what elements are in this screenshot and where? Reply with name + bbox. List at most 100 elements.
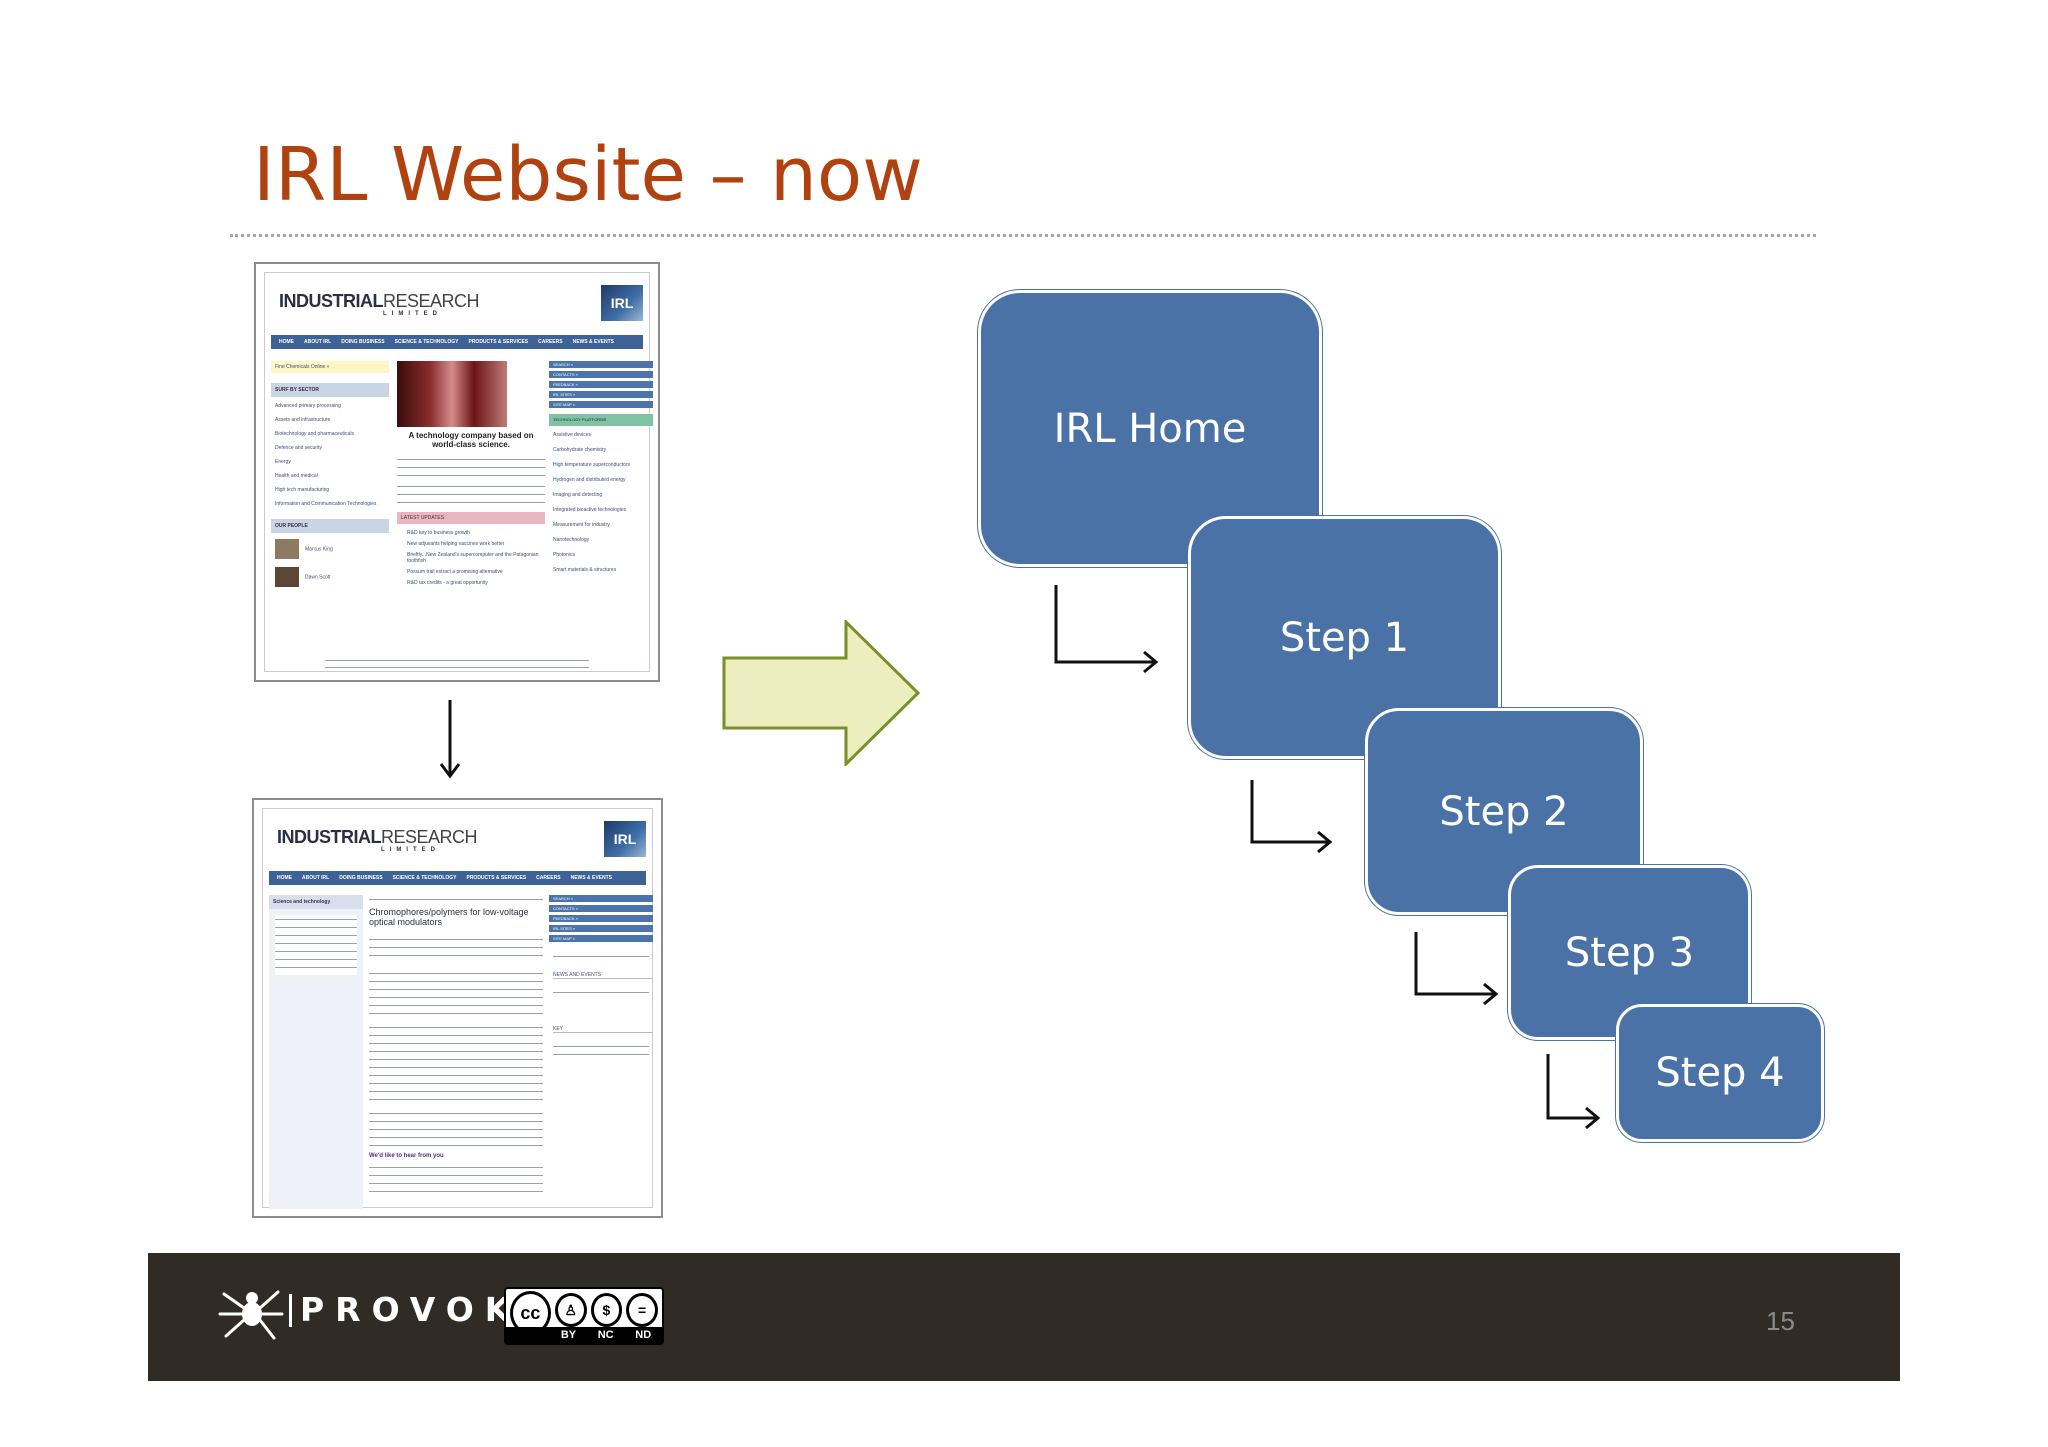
quick-link[interactable]: FEEDBACK »: [549, 381, 653, 388]
quick-link[interactable]: SEARCH »: [549, 895, 653, 902]
flow-box-step-2: Step 2: [1365, 708, 1643, 915]
quick-link[interactable]: CONTACTS »: [549, 905, 653, 912]
website-screenshot-step: INDUSTRIALRESEARCH LIMITED IRL HOME ABOU…: [252, 798, 663, 1218]
quick-link[interactable]: CONTACTS »: [549, 371, 653, 378]
sector-item[interactable]: Information and Communication Technologi…: [275, 501, 377, 507]
logo-accent: RESEARCH: [381, 827, 478, 847]
quick-link[interactable]: IRL SITES »: [549, 391, 653, 398]
quick-link[interactable]: SITE MAP »: [549, 401, 653, 408]
flow-box-label: Step 1: [1279, 614, 1410, 661]
attribution-icon: ♙: [554, 1293, 587, 1327]
body-paragraph: [369, 969, 543, 1017]
quick-link[interactable]: IRL SITES »: [549, 925, 653, 932]
slide-footer: [148, 1253, 1900, 1381]
right-block-arrow: [722, 620, 921, 766]
elbow-arrow-3: [1414, 932, 1499, 1006]
quick-link[interactable]: FEEDBACK »: [549, 915, 653, 922]
update-item[interactable]: Possum trail extract a promising alterna…: [407, 569, 503, 575]
elbow-arrow-1: [1054, 585, 1159, 674]
home-headline: A technology company based on world-clas…: [408, 431, 534, 449]
site-navbar: HOME ABOUT IRL DOING BUSINESS SCIENCE & …: [269, 871, 646, 885]
nav-business[interactable]: DOING BUSINESS: [341, 339, 385, 345]
nav-about[interactable]: ABOUT IRL: [304, 339, 332, 345]
nav-about[interactable]: ABOUT IRL: [302, 875, 330, 881]
platform-item[interactable]: Imaging and detecting: [553, 492, 603, 498]
lead-paragraph: [369, 935, 543, 961]
step-right-column: SEARCH » CONTACTS » FEEDBACK » IRL SITES…: [549, 895, 653, 1066]
sector-item[interactable]: Assets and infrastructure: [275, 417, 331, 423]
sector-item[interactable]: Health and medical: [275, 473, 318, 479]
intro-text: [397, 482, 545, 504]
nav-business[interactable]: DOING BUSINESS: [339, 875, 383, 881]
site-navbar: HOME ABOUT IRL DOING BUSINESS SCIENCE & …: [271, 335, 643, 349]
update-item[interactable]: R&D tax credits - a great opportunity: [407, 580, 488, 586]
platform-item[interactable]: Carbohydrate chemistry: [553, 447, 607, 453]
down-arrow: [439, 700, 461, 779]
flow-box-label: Step 3: [1564, 929, 1695, 976]
logo-main: INDUSTRIAL: [277, 827, 382, 847]
nav-news[interactable]: NEWS & EVENTS: [572, 339, 614, 345]
platform-item[interactable]: Smart materials & structures: [553, 567, 617, 573]
title-divider: [230, 234, 1816, 237]
flow-box-label: IRL Home: [1053, 405, 1247, 452]
hero-image: [397, 361, 507, 427]
home-main-content: A technology company based on world-clas…: [397, 431, 545, 591]
home-right-column: SEARCH » CONTACTS » FEEDBACK » IRL SITES…: [549, 361, 653, 582]
update-item[interactable]: Brieftly...New Zealand's supercomputer a…: [407, 552, 539, 564]
platform-item[interactable]: Integrated bioactive technologies: [553, 507, 627, 513]
flow-box-step-4: Step 4: [1616, 1004, 1824, 1142]
nav-news[interactable]: NEWS & EVENTS: [570, 875, 612, 881]
quick-link[interactable]: SITE MAP »: [549, 935, 653, 942]
irl-badge: IRL: [604, 821, 646, 857]
update-item[interactable]: New adjuvants helping vaccines work bett…: [407, 541, 505, 547]
logo-sub: LIMITED: [381, 847, 440, 853]
surf-link: [553, 952, 649, 962]
logo-main: INDUSTRIAL: [279, 291, 384, 311]
platform-item[interactable]: Photonics: [553, 552, 575, 558]
platform-item[interactable]: Measurement for industry: [553, 522, 610, 528]
people-header: OUR PEOPLE: [271, 519, 389, 533]
elbow-arrow-2: [1250, 780, 1333, 854]
creative-commons-badge[interactable]: cc ♙ $ = BY NC ND: [504, 1287, 664, 1345]
body-paragraph: [369, 1023, 543, 1103]
platform-item[interactable]: High temperature superconductors: [553, 462, 630, 468]
update-item[interactable]: R&D key to business growth: [407, 530, 470, 536]
sector-item[interactable]: Defence and security: [275, 445, 322, 451]
sector-header: SURF BY SECTOR: [271, 383, 389, 397]
sector-item[interactable]: Energy: [275, 459, 291, 465]
breadcrumb: [369, 895, 543, 903]
platform-item[interactable]: Hydrogen and distributed energy: [553, 477, 626, 483]
nav-home[interactable]: HOME: [277, 875, 292, 881]
site-footer: [325, 657, 589, 671]
body-paragraph: [369, 1109, 543, 1147]
license-nd: ND: [635, 1329, 652, 1341]
logo-accent: RESEARCH: [383, 291, 480, 311]
key-lines: [553, 1042, 649, 1062]
irl-badge: IRL: [601, 285, 643, 321]
sector-item[interactable]: High tech manufacturing: [275, 487, 330, 493]
updates-header: LATEST UPDATES: [397, 512, 545, 524]
nav-home[interactable]: HOME: [279, 339, 294, 345]
platform-item[interactable]: Assistive devices: [553, 432, 592, 438]
nav-careers[interactable]: CAREERS: [536, 875, 561, 881]
person-avatar: [275, 567, 299, 587]
nav-science[interactable]: SCIENCE & TECHNOLOGY: [392, 875, 457, 881]
person-item[interactable]: Dawn Scott: [275, 567, 389, 587]
nav-products[interactable]: PRODUCTS & SERVICES: [468, 339, 529, 345]
quick-link[interactable]: SEARCH »: [549, 361, 653, 368]
key-header: KEY: [553, 1026, 653, 1033]
person-item[interactable]: Marcus King: [275, 539, 389, 559]
nav-products[interactable]: PRODUCTS & SERVICES: [466, 875, 527, 881]
highlight-link[interactable]: Fine Chemicals Online »: [271, 361, 389, 373]
spider-logo-icon: [218, 1290, 284, 1340]
site-logo: INDUSTRIALRESEARCH LIMITED IRL: [263, 809, 652, 867]
side-links: [275, 915, 357, 975]
platform-item[interactable]: Nanotechnology: [553, 537, 590, 543]
sector-item[interactable]: Biotechnology and pharmaceuticals: [275, 431, 354, 437]
nav-careers[interactable]: CAREERS: [538, 339, 563, 345]
license-nc: NC: [597, 1329, 614, 1341]
sector-item[interactable]: Advanced primary processing: [275, 403, 341, 409]
nav-science[interactable]: SCIENCE & TECHNOLOGY: [394, 339, 459, 345]
slide-title: IRL Website – now: [253, 132, 923, 218]
noderivatives-icon: =: [626, 1293, 658, 1327]
